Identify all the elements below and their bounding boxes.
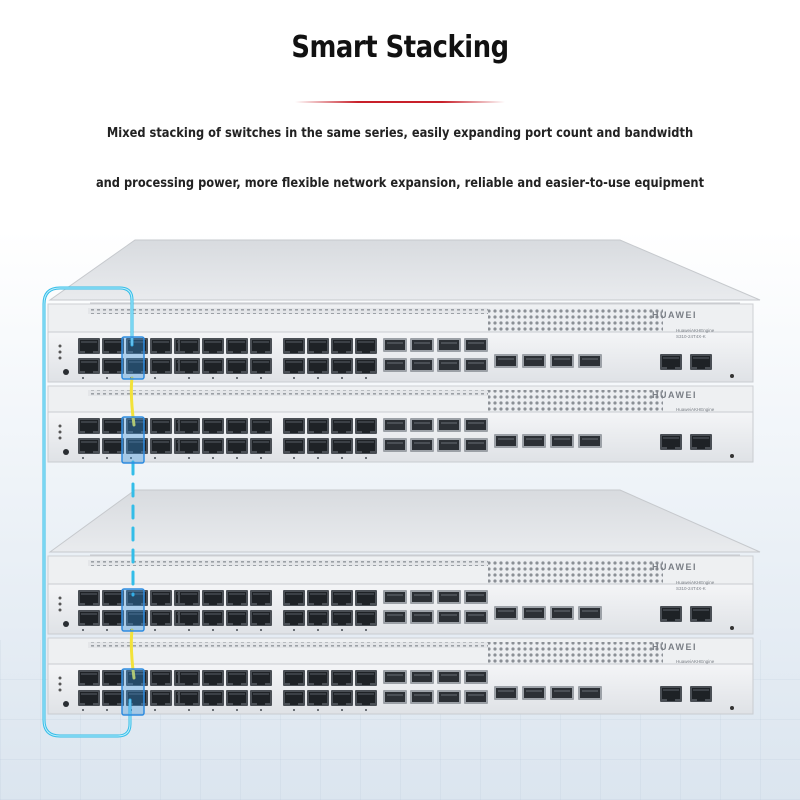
switch-2	[47, 385, 754, 462]
brand-logo-1: HUAWEI	[652, 310, 697, 320]
product-line-4: HuaweiAKHEngine	[676, 659, 715, 664]
stacking-port-highlights	[121, 336, 145, 716]
switch-4	[47, 637, 754, 714]
upper-stack	[47, 239, 761, 462]
product-line-1: HuaweiAKHEngine	[676, 328, 715, 333]
stack-link-lower	[129, 628, 136, 680]
switch-1	[47, 303, 754, 382]
brand-logo-4: HUAWEI	[652, 642, 697, 652]
brand-logo-3: HUAWEI	[652, 562, 697, 572]
brand-labels: HUAWEI HuaweiAKHEngine S310-24T4X-K HUAW…	[652, 310, 715, 664]
page-title: Smart Stacking	[291, 30, 509, 65]
description-line-2: and processing power, more flexible netw…	[95, 176, 705, 191]
product-line-3: HuaweiAKHEngine	[676, 580, 715, 585]
lower-stack	[47, 489, 761, 714]
description-line-1: Mixed stacking of switches in the same s…	[106, 126, 694, 141]
brand-logo-2: HUAWEI	[652, 390, 697, 400]
product-line-2: HuaweiAKHEngine	[676, 407, 715, 412]
model-label-3: S310-24T4X-K	[676, 586, 706, 591]
stack-link-upper	[129, 376, 136, 427]
model-label-1: S310-24T4X-K	[676, 334, 706, 339]
switch-3	[47, 555, 754, 634]
title-underline	[295, 101, 505, 103]
stacking-cables	[42, 286, 136, 738]
